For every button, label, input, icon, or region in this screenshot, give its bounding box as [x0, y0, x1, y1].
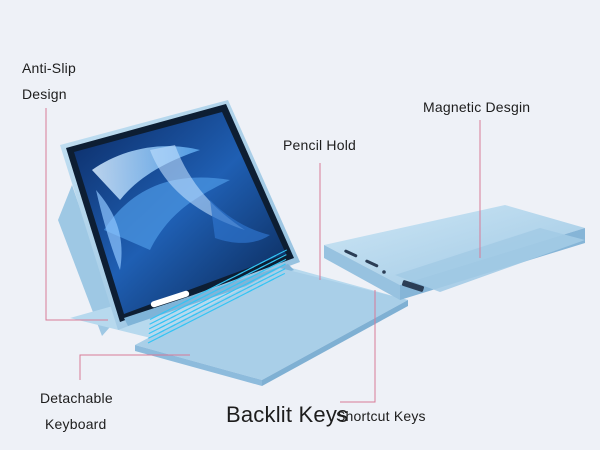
detachable-label-line2: Keyboard	[45, 416, 107, 432]
keyboard-keys	[147, 249, 288, 344]
keyboard-key	[270, 254, 287, 264]
keyboard-key	[269, 268, 286, 278]
shortcut-leader	[340, 290, 376, 403]
anti-slip-label-line2: Design	[22, 86, 67, 102]
keyboard-image	[135, 249, 408, 386]
shortcut-keys-label: Shortcut Keys	[336, 408, 426, 424]
backlit-keys-label: Backlit Keys	[226, 402, 349, 427]
magnetic-design-label: Magnetic Desgin	[423, 99, 531, 115]
keyboard-key	[269, 263, 286, 273]
anti-slip-label-line1: Anti-Slip	[22, 60, 76, 76]
keyboard-key	[268, 272, 286, 282]
pencil-hold-label: Pencil Hold	[283, 137, 357, 153]
keyboard-key	[270, 249, 288, 259]
detachable-label-line1: Detachable	[40, 390, 113, 406]
leader-lines	[45, 108, 481, 403]
anti-slip-leader	[45, 108, 108, 321]
detachable-leader	[79, 354, 190, 380]
keyboard-key	[269, 258, 287, 268]
closed-case-image	[324, 205, 585, 300]
